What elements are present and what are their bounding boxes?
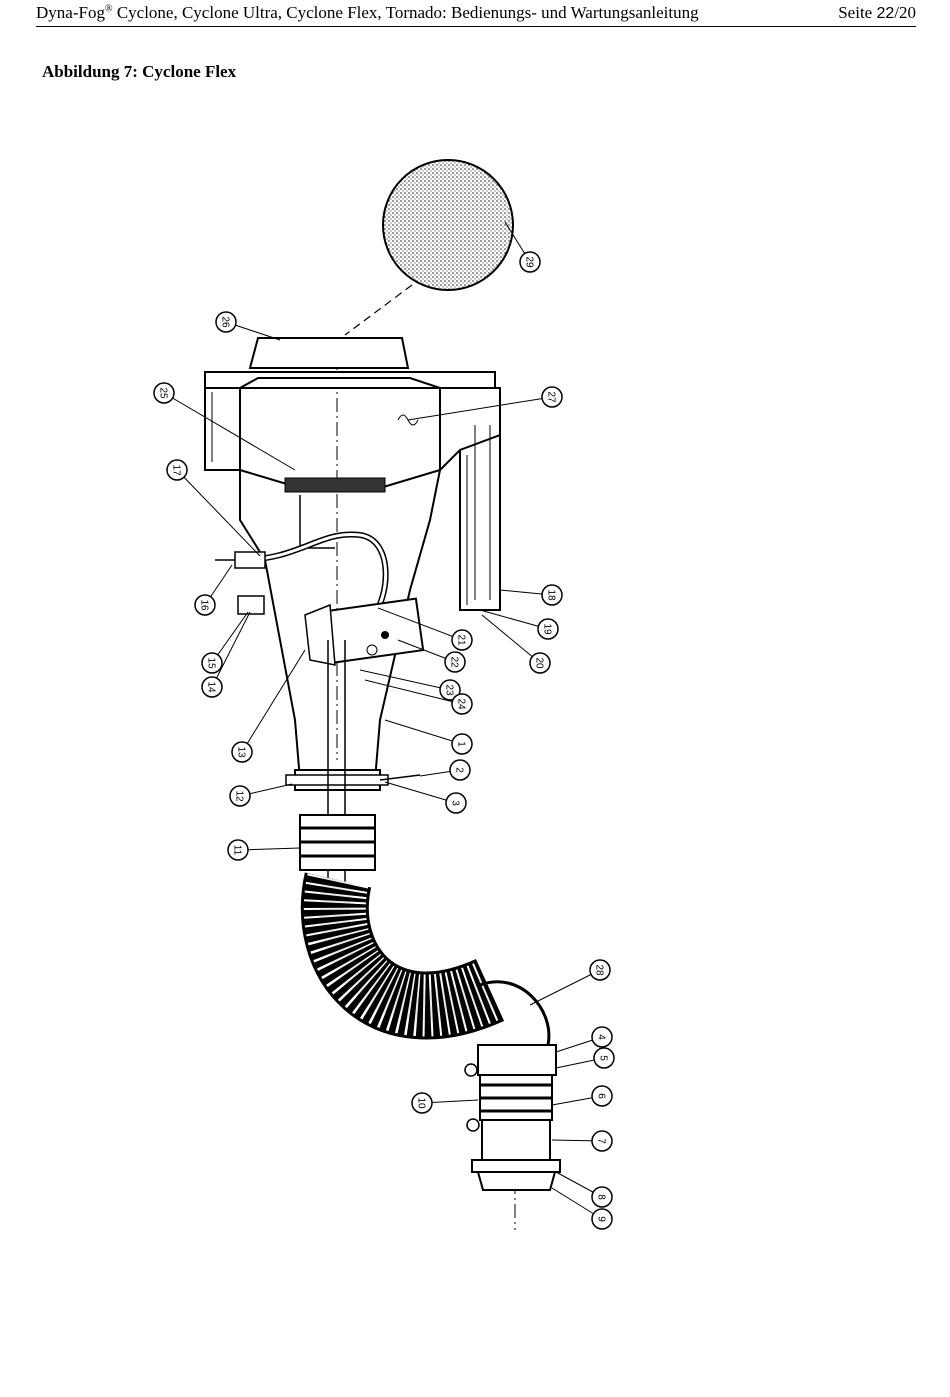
callout-bubble bbox=[449, 759, 471, 781]
document-title: Dyna-Fog® Cyclone, Cyclone Ultra, Cyclon… bbox=[36, 3, 699, 22]
air-box-housing bbox=[204, 371, 501, 493]
page-number: Seite 22/20 bbox=[838, 3, 916, 22]
callout-leader bbox=[407, 396, 553, 421]
callout-leader bbox=[364, 679, 463, 705]
callout-number: 15 bbox=[206, 657, 217, 669]
figure-caption: Abbildung 7: Cyclone Flex bbox=[42, 62, 237, 81]
callout-number: 13 bbox=[236, 746, 247, 758]
callout-bubble bbox=[229, 785, 251, 807]
callout-bubble bbox=[445, 792, 467, 814]
callout-bubble bbox=[194, 594, 216, 616]
callout-number: 25 bbox=[158, 387, 169, 399]
callout-bubble bbox=[451, 693, 473, 715]
callout-bubble bbox=[231, 741, 253, 763]
callout-bubble bbox=[153, 382, 175, 404]
cap-26 bbox=[248, 337, 410, 369]
callout-leader bbox=[479, 609, 549, 630]
fitting-14-15 bbox=[237, 595, 265, 615]
callout-bubble bbox=[537, 618, 559, 640]
callout-bubble bbox=[589, 959, 611, 981]
callout-leader bbox=[384, 781, 457, 804]
callout-leader bbox=[481, 614, 541, 664]
callout-number: 12 bbox=[234, 790, 245, 802]
callout-bubble bbox=[591, 1085, 613, 1107]
callout-number: 18 bbox=[546, 589, 557, 601]
callout-bubble bbox=[201, 676, 223, 698]
callout-bubble bbox=[201, 652, 223, 674]
callout-bubble bbox=[444, 651, 466, 673]
callout-number: 9 bbox=[596, 1216, 607, 1222]
callout-bubble bbox=[227, 839, 249, 861]
callout-number: 2 bbox=[454, 767, 465, 773]
callout-number: 3 bbox=[450, 800, 461, 806]
callout-number: 24 bbox=[456, 698, 467, 710]
callout-number: 21 bbox=[456, 634, 467, 646]
callout-bubble bbox=[439, 679, 461, 701]
callout-number: 7 bbox=[596, 1138, 607, 1144]
callout-number: 28 bbox=[594, 964, 605, 976]
callout-number: 4 bbox=[596, 1034, 607, 1040]
callout-number: 6 bbox=[596, 1093, 607, 1099]
callout-leader bbox=[384, 719, 463, 745]
callout-number: 11 bbox=[232, 845, 243, 856]
callout-bubble bbox=[541, 584, 563, 606]
callout-leader bbox=[529, 969, 601, 1006]
filter-pad-29 bbox=[382, 159, 514, 291]
callout-number: 27 bbox=[546, 391, 557, 403]
callout-number: 14 bbox=[206, 681, 217, 693]
callout-number: 20 bbox=[534, 657, 545, 669]
callout-bubble bbox=[591, 1208, 613, 1230]
callout-bubble bbox=[166, 459, 188, 481]
registered-mark: ® bbox=[104, 3, 113, 15]
callout-number: 23 bbox=[444, 684, 455, 696]
callout-bubble bbox=[215, 311, 237, 333]
callout-bubble bbox=[591, 1026, 613, 1048]
callout-number: 29 bbox=[524, 256, 535, 268]
callout-number: 10 bbox=[416, 1097, 427, 1109]
nozzle-assembly bbox=[464, 1044, 561, 1191]
callout-leader bbox=[211, 611, 251, 688]
page-header: Dyna-Fog® Cyclone, Cyclone Ultra, Cyclon… bbox=[36, 0, 916, 27]
callout-bubble bbox=[519, 251, 541, 273]
callout-bubble bbox=[451, 733, 473, 755]
callout-bubble bbox=[593, 1047, 615, 1069]
solenoid-assembly bbox=[304, 597, 425, 666]
callout-number: 1 bbox=[456, 741, 467, 747]
callout-leader bbox=[241, 649, 306, 753]
callout-leader bbox=[359, 669, 451, 691]
callout-leader bbox=[176, 469, 261, 557]
callout-number: 26 bbox=[220, 316, 231, 328]
callout-leader bbox=[377, 607, 463, 641]
callout-bubble bbox=[591, 1130, 613, 1152]
callout-bubble bbox=[541, 386, 563, 408]
tank-18 bbox=[459, 425, 501, 611]
callout-number: 22 bbox=[449, 656, 460, 668]
valve-16 bbox=[234, 551, 266, 569]
flex-hose bbox=[299, 814, 505, 1040]
tube-28 bbox=[479, 980, 551, 1046]
callout-number: 17 bbox=[171, 464, 182, 476]
callout-bubble bbox=[411, 1092, 433, 1114]
callout-bubble bbox=[591, 1186, 613, 1208]
callout-leader bbox=[163, 392, 296, 471]
callout-number: 16 bbox=[199, 599, 210, 611]
callout-bubble bbox=[451, 629, 473, 651]
callout-number: 5 bbox=[598, 1055, 609, 1061]
callout-number: 8 bbox=[596, 1194, 607, 1200]
callout-number: 19 bbox=[542, 623, 553, 635]
callout-bubble bbox=[529, 652, 551, 674]
clamp-2-3 bbox=[285, 774, 389, 786]
